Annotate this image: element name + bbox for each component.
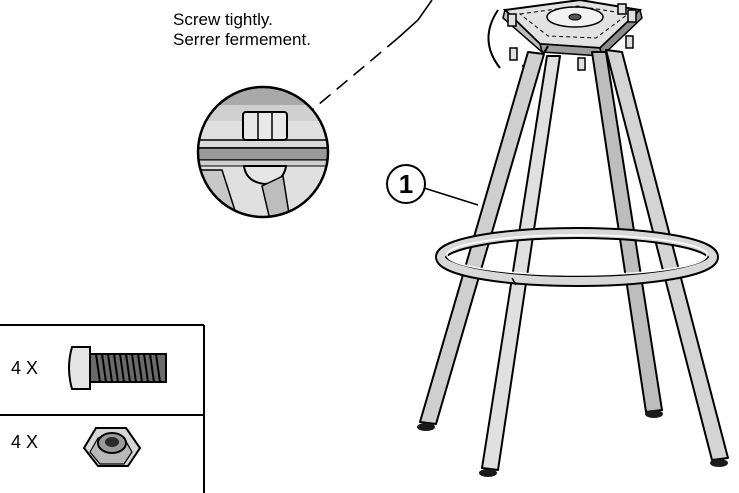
detail-nut [242, 111, 288, 141]
parts-table [0, 324, 205, 493]
screw-highlight-arc [487, 9, 501, 69]
detail-magnifier [196, 85, 330, 219]
instruction-text-fr: Serrer fermement. [173, 30, 311, 49]
bolt-icon [68, 346, 167, 390]
part1-leader-line [423, 187, 479, 206]
nut-quantity: 4 X [11, 432, 39, 452]
leg-feet [417, 410, 728, 477]
stool-legs [419, 49, 729, 471]
instruction-text-en: Screw tightly. [173, 10, 273, 29]
seat-mounting-plate [502, 0, 643, 71]
hex-nut-icon [82, 427, 142, 467]
footrest-ring [435, 227, 719, 287]
detail-leader-line [311, 0, 433, 111]
bolt-quantity: 4 X [11, 358, 39, 378]
part-number-callout: 1 [386, 164, 426, 204]
